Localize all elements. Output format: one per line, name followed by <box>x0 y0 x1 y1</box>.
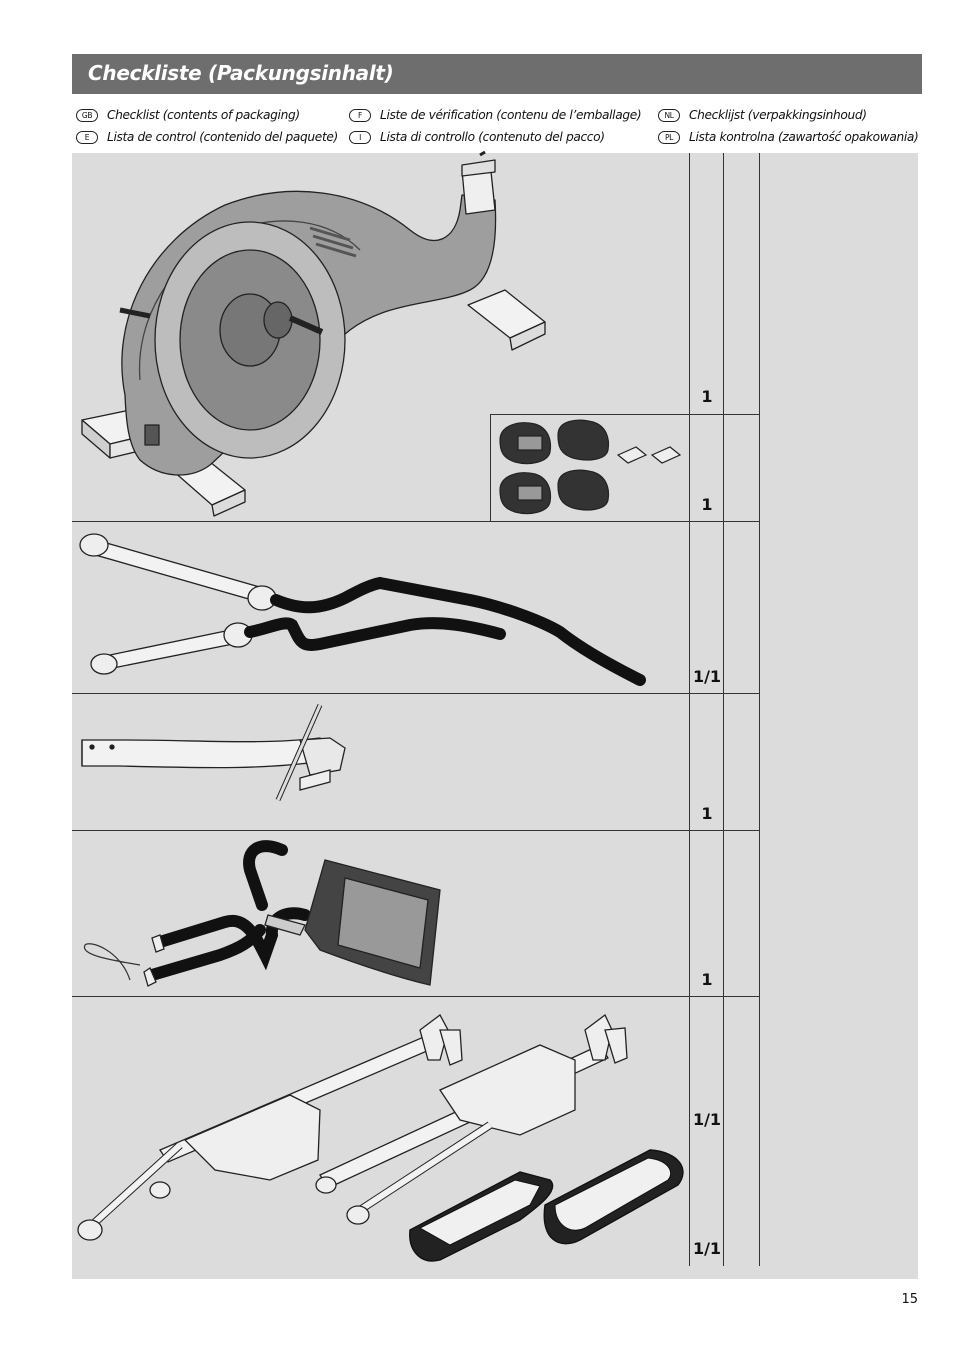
lang-text-gb: Checklist (contents of packaging) <box>107 108 300 122</box>
lang-i: I Lista di controllo (contenuto del pacco… <box>349 130 605 144</box>
lang-gb: GB Checklist (contents of packaging) <box>76 108 300 122</box>
qty-console: 1 <box>701 970 713 989</box>
check-column-divider-right <box>759 153 760 1266</box>
row-divider-4 <box>72 830 760 831</box>
caps-box-divider <box>490 414 491 521</box>
lang-text-e: Lista de control (contenido del paquete) <box>107 130 338 144</box>
qty-pedal-arms: 1/1 <box>692 1110 722 1129</box>
lang-pl: PL Lista kontrolna (zawartość opakowania) <box>658 130 919 144</box>
check-column-divider-left <box>723 153 724 1266</box>
page-title: Checkliste (Packungsinhalt) <box>88 61 394 85</box>
lang-badge-pl: PL <box>658 130 680 144</box>
row-divider-1 <box>490 414 760 415</box>
row-divider-5b <box>723 996 760 997</box>
qty-column-divider <box>689 153 690 1266</box>
qty-pedals: 1/1 <box>692 1239 722 1258</box>
qty-handlebar-post: 1 <box>701 804 713 823</box>
title-bar: Checkliste (Packungsinhalt) <box>72 54 922 94</box>
lang-text-f: Liste de vérification (contenu de l’emba… <box>380 108 642 122</box>
row-divider-2 <box>72 521 760 522</box>
page-number: 15 <box>901 1292 918 1307</box>
lang-nl: NL Checklijst (verpakkingsinhoud) <box>658 108 867 122</box>
qty-main-frame: 1 <box>701 387 713 406</box>
row-divider-5 <box>72 996 760 997</box>
row-divider-3b <box>723 693 760 694</box>
lang-f: F Liste de vérification (contenu de l’emb… <box>349 108 642 122</box>
lang-text-nl: Checklijst (verpakkingsinhoud) <box>689 108 867 122</box>
row-divider-2b <box>723 521 760 522</box>
lang-text-pl: Lista kontrolna (zawartość opakowania) <box>689 130 919 144</box>
lang-e: E Lista de control (contenido del paquete… <box>76 130 338 144</box>
lang-text-i: Lista di controllo (contenuto del pacco) <box>380 130 605 144</box>
row-divider-4b <box>723 830 760 831</box>
lang-badge-f: F <box>349 108 371 122</box>
row-divider-3 <box>72 693 760 694</box>
qty-handlebar-arms: 1/1 <box>692 667 722 686</box>
qty-end-caps: 1 <box>701 495 713 514</box>
lang-badge-nl: NL <box>658 108 680 122</box>
lang-badge-i: I <box>349 130 371 144</box>
lang-badge-gb: GB <box>76 108 98 122</box>
lang-badge-e: E <box>76 130 98 144</box>
